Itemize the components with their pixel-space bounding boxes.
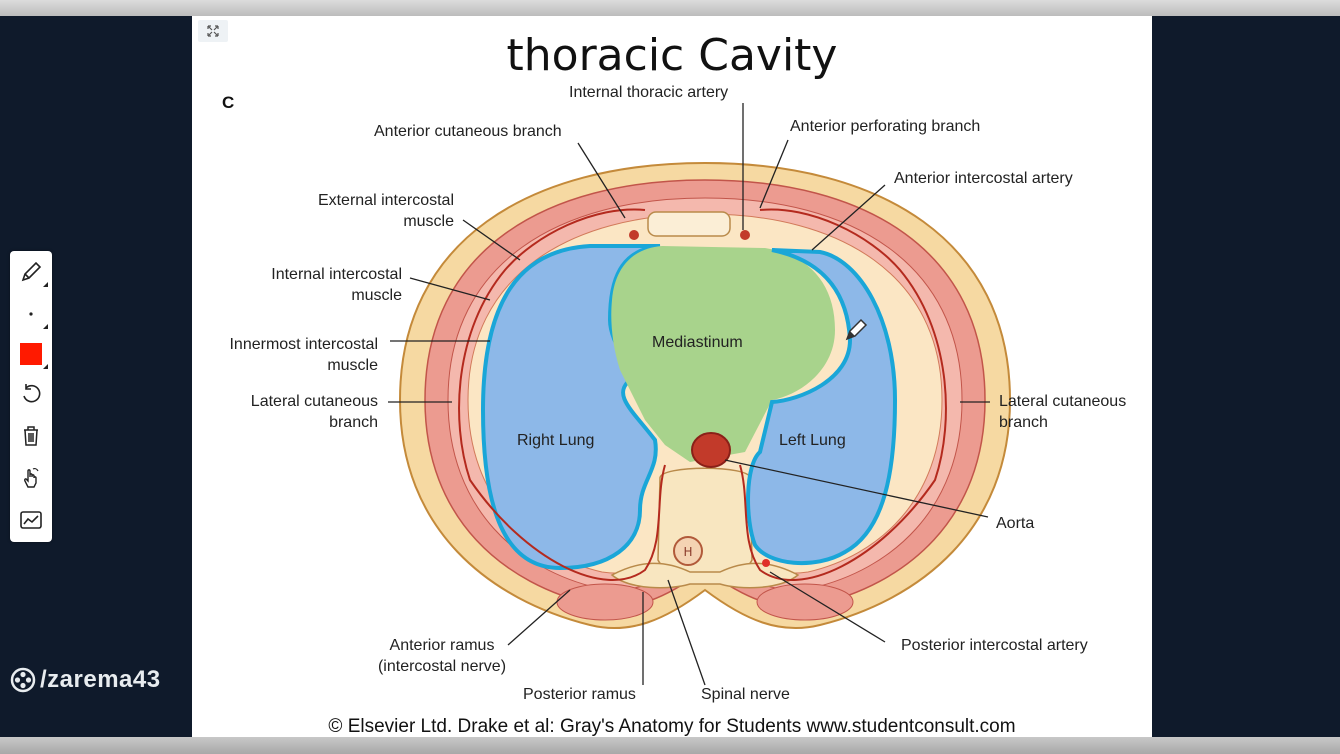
film-reel-icon bbox=[10, 667, 36, 693]
pencil-tool-button[interactable] bbox=[10, 253, 52, 291]
aorta bbox=[691, 432, 731, 468]
internal-thoracic-artery-left bbox=[629, 230, 639, 240]
mediastinum-region bbox=[611, 246, 835, 462]
label-anterior-cutaneous-branch: Anterior cutaneous branch bbox=[374, 123, 562, 140]
color-picker-button[interactable] bbox=[10, 335, 52, 373]
sternum bbox=[647, 211, 731, 237]
undo-icon bbox=[23, 384, 41, 403]
watermark-text: /zarema43 bbox=[40, 666, 161, 693]
label-innermost-intercostal: Innermost intercostal muscle bbox=[198, 334, 378, 376]
label-line: Internal intercostal bbox=[271, 266, 402, 283]
label-aorta: Aorta bbox=[996, 515, 1035, 532]
label-lateral-cutaneous-right: Lateral cutaneous branch bbox=[999, 391, 1126, 433]
label-line: Innermost intercostal bbox=[229, 336, 378, 353]
expand-icon[interactable] bbox=[198, 20, 228, 42]
label-line: muscle bbox=[327, 357, 378, 374]
label-line: branch bbox=[329, 414, 378, 431]
label-right-lung: Right Lung bbox=[517, 432, 595, 449]
chart-icon bbox=[20, 511, 42, 529]
hand-pointer-icon bbox=[24, 468, 39, 488]
intercostal-artery-path bbox=[739, 208, 947, 581]
label-posterior-ramus: Posterior ramus bbox=[523, 686, 636, 703]
label-line: Anterior ramus bbox=[389, 637, 495, 654]
label-posterior-intercostal-artery: Posterior intercostal artery bbox=[901, 637, 1088, 654]
label-anterior-perforating-branch: Anterior perforating branch bbox=[790, 118, 981, 135]
window-bottom-bar bbox=[0, 737, 1340, 754]
watermark: /zarema43 bbox=[10, 666, 161, 694]
label-mediastinum: Mediastinum bbox=[652, 334, 743, 351]
pencil-icon bbox=[21, 261, 42, 282]
panel-letter: C bbox=[222, 93, 235, 112]
svg-text:H: H bbox=[683, 545, 692, 559]
leader-lines bbox=[388, 103, 990, 686]
pointer-tool-button[interactable] bbox=[10, 459, 52, 497]
label-line: Lateral cutaneous bbox=[999, 393, 1127, 410]
dot-size-button[interactable] bbox=[10, 295, 52, 333]
posterior-intercostal-artery-dot bbox=[762, 559, 770, 567]
trash-icon bbox=[24, 426, 38, 446]
slide-caption: © Elsevier Ltd. Drake et al: Gray's Anat… bbox=[328, 716, 1016, 737]
back-muscle-right bbox=[756, 583, 854, 621]
back-muscle-left bbox=[556, 583, 654, 621]
label-left-lung: Left Lung bbox=[779, 432, 846, 449]
spinal-cord bbox=[673, 536, 703, 566]
label-internal-intercostal: Internal intercostal muscle bbox=[222, 264, 402, 306]
pencil-cursor-icon bbox=[845, 318, 868, 341]
label-external-intercostal: External intercostal muscle bbox=[274, 190, 454, 232]
label-line: Lateral cutaneous bbox=[250, 393, 378, 410]
intercostal-nerve-path bbox=[458, 208, 666, 581]
annotation-toolbar bbox=[10, 251, 52, 542]
label-line: branch bbox=[999, 414, 1048, 431]
label-lateral-cutaneous-left: Lateral cutaneous branch bbox=[198, 391, 378, 433]
label-line: muscle bbox=[351, 287, 402, 304]
label-internal-thoracic-artery: Internal thoracic artery bbox=[569, 84, 729, 101]
label-anterior-ramus: Anterior ramus (intercostal nerve) bbox=[362, 635, 522, 677]
label-line: muscle bbox=[403, 213, 454, 230]
dot-size-icon bbox=[29, 312, 33, 316]
label-line: (intercostal nerve) bbox=[377, 658, 507, 675]
chart-tool-button[interactable] bbox=[10, 501, 52, 539]
slide-title: thoracic Cavity bbox=[506, 30, 838, 81]
vertebra bbox=[657, 467, 753, 580]
label-spinal-nerve: Spinal nerve bbox=[701, 686, 790, 703]
delete-button[interactable] bbox=[10, 417, 52, 455]
window-top-bar bbox=[0, 0, 1340, 16]
internal-thoracic-artery-right bbox=[740, 230, 750, 240]
label-anterior-intercostal-artery: Anterior intercostal artery bbox=[894, 170, 1073, 187]
color-swatch bbox=[20, 343, 42, 365]
undo-button[interactable] bbox=[10, 375, 52, 413]
label-line: External intercostal bbox=[317, 192, 454, 209]
